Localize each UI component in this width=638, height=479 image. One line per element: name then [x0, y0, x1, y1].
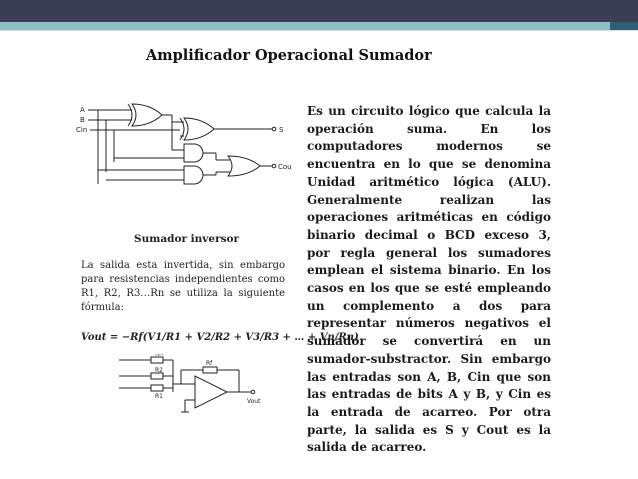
label-a: A — [80, 106, 85, 114]
slide-title: Amplificador Operacional Sumador — [146, 47, 432, 64]
opamp-schematic: Rn R2 R1 Rf Vout — [119, 354, 261, 413]
embedded-image: A B Cin — [76, 92, 556, 454]
full-adder-circuit: A B Cin — [76, 103, 291, 185]
top-bar — [0, 0, 638, 22]
label-b: B — [80, 116, 85, 124]
inverter-title: Sumador inversor — [134, 233, 240, 245]
accent-band-dark — [610, 22, 638, 30]
label-r1: R1 — [155, 393, 163, 400]
label-s: S — [279, 126, 284, 134]
label-rn: Rn — [155, 354, 163, 358]
description-paragraph: Es un circuito lógico que calcula la ope… — [307, 104, 551, 455]
accent-band — [0, 22, 610, 30]
label-cout: Cout — [278, 163, 291, 171]
accent-line — [0, 30, 638, 31]
label-rf: Rf — [206, 360, 213, 367]
label-r2: R2 — [155, 367, 163, 374]
label-vout: Vout — [247, 398, 261, 405]
summing-formula: Vout = −Rf(V1/R1 + V2/R2 + V3/R3 + … + V… — [81, 332, 359, 343]
inverter-description: La salida esta invertida, sin embargo pa… — [81, 260, 285, 313]
label-cin: Cin — [76, 126, 87, 134]
